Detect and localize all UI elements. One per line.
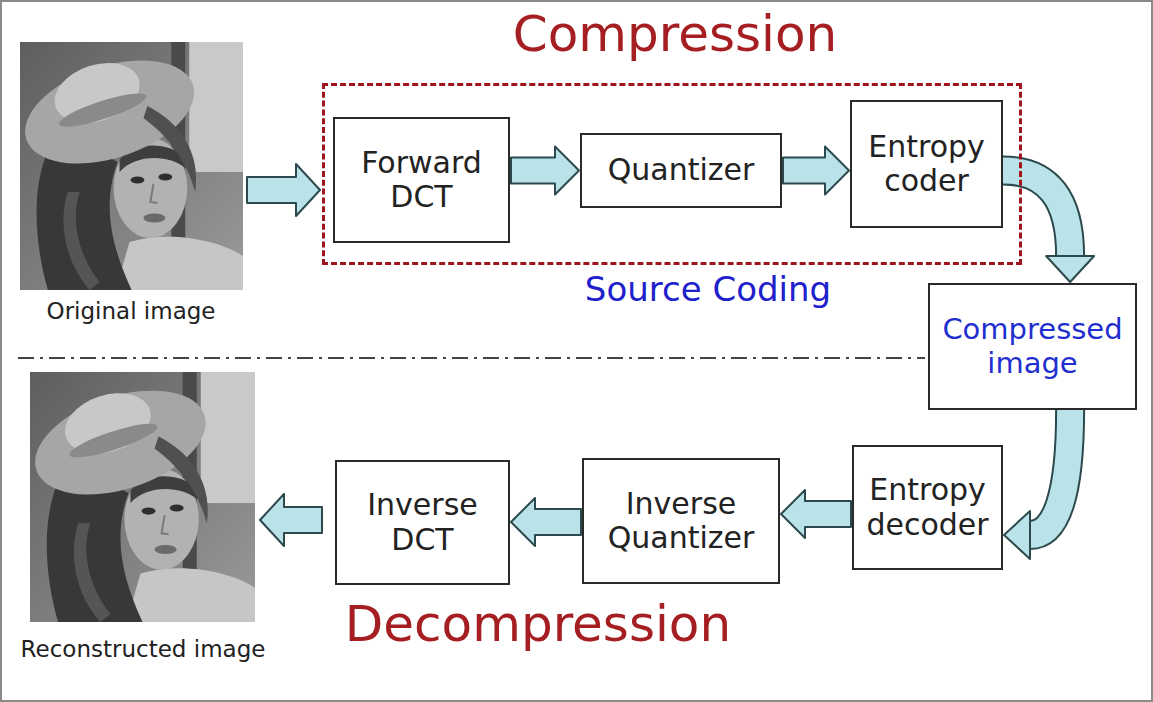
section-title: Compression: [513, 6, 837, 64]
arrow-body: [1030, 410, 1070, 535]
block-arrow: [1004, 410, 1070, 559]
block-arrow: [783, 147, 849, 195]
arrow-head: [1004, 511, 1030, 559]
box-label: Entropy coder: [862, 130, 991, 199]
block-arrow: [1003, 170, 1094, 282]
arrow-body: [511, 498, 581, 546]
box-label: Quantizer: [608, 153, 755, 188]
arrow-body: [1003, 170, 1070, 256]
process-box: Forward DCT: [333, 117, 510, 243]
image-caption: Original image: [47, 298, 216, 324]
box-label: Compressed image: [940, 313, 1125, 380]
process-box: Entropy decoder: [852, 445, 1003, 570]
box-label: Forward DCT: [345, 146, 498, 215]
reconstructed-image-picture: [21, 367, 255, 622]
arrow-body: [783, 147, 849, 195]
arrow-outline: [1030, 410, 1070, 535]
output-arrow: [260, 494, 322, 546]
arrow-body: [781, 490, 851, 538]
process-box: Quantizer: [580, 133, 782, 208]
divider-line: [18, 357, 925, 359]
box-label: Entropy decoder: [864, 473, 991, 542]
process-box: Compressed image: [928, 283, 1137, 410]
process-box: Entropy coder: [850, 100, 1003, 228]
block-arrow: [511, 147, 579, 195]
box-label: Inverse DCT: [347, 488, 498, 557]
arrow-head: [1046, 256, 1094, 282]
block-arrow: [781, 490, 851, 538]
process-box: Inverse Quantizer: [582, 458, 780, 584]
region-label: Source Coding: [585, 270, 831, 309]
process-box: Inverse DCT: [335, 460, 510, 585]
arrow-body: [511, 147, 579, 195]
input-arrow: [247, 164, 320, 216]
source-coding-region: Source CodingForward DCTQuantizerEntropy…: [322, 83, 1022, 265]
image-caption: Reconstructed image: [21, 636, 266, 662]
box-label: Inverse Quantizer: [594, 487, 768, 556]
original-image-picture: [11, 37, 243, 290]
section-title: Decompression: [345, 596, 731, 654]
block-arrow: [511, 498, 581, 546]
arrow-outline: [1003, 170, 1070, 256]
